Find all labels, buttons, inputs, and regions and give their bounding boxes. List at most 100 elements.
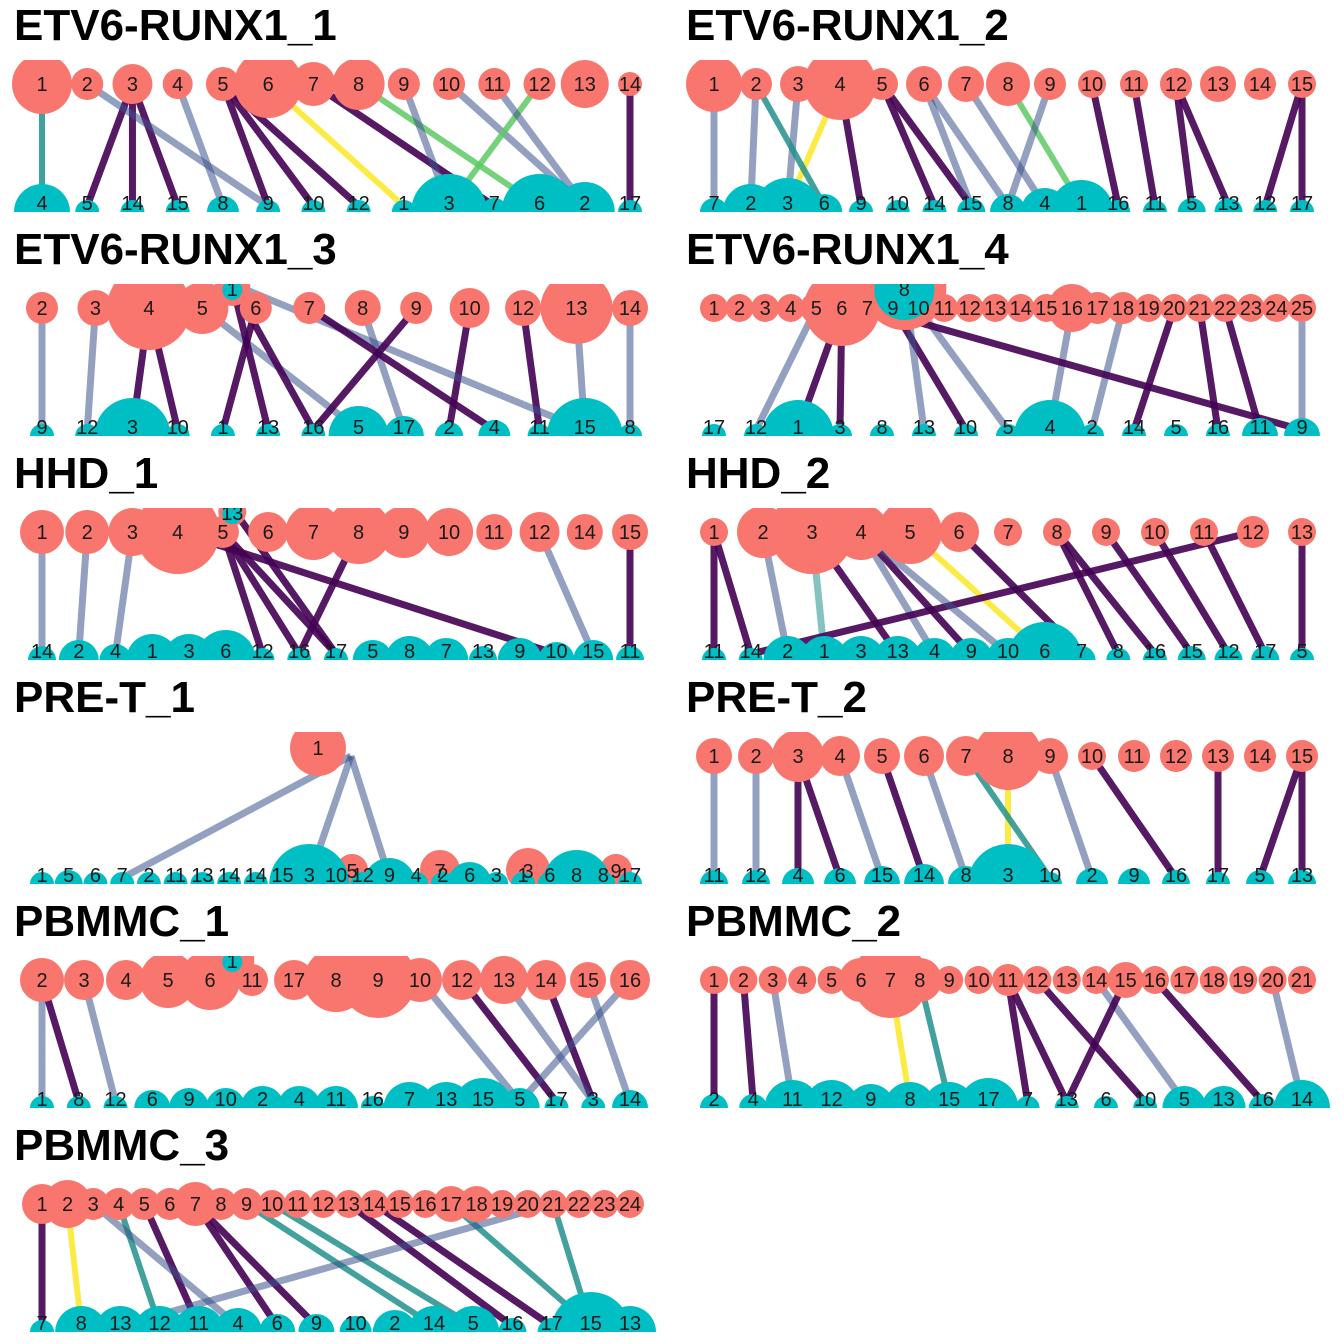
bottom-node-label: 1 — [518, 865, 529, 887]
bottom-node-label: 13 — [1056, 1089, 1078, 1111]
top-node — [1043, 518, 1071, 546]
top-node — [442, 960, 482, 1000]
top-node — [906, 66, 942, 102]
top-node-label: 22 — [1214, 298, 1236, 320]
top-node — [248, 512, 289, 552]
top-node — [700, 966, 728, 994]
top-node-label: 10 — [1081, 74, 1103, 96]
edge — [220, 81, 317, 209]
top-node — [804, 60, 876, 120]
bottom-node-label: 3 — [491, 865, 502, 887]
top-node-label: 11 — [484, 74, 505, 96]
edge — [356, 81, 542, 209]
bottom-node-label: 14 — [218, 865, 240, 887]
bottom-node-label: 4 — [232, 1313, 243, 1335]
top-node-label: 19 — [1232, 970, 1254, 992]
top-node — [65, 510, 110, 554]
bottom-node-label: 11 — [188, 1313, 209, 1335]
outlier-node-inner — [874, 284, 935, 320]
bottom-node-label: 9 — [865, 1089, 876, 1111]
bottom-node-label: 11 — [704, 865, 725, 887]
edge — [1196, 307, 1222, 431]
plot-area — [686, 60, 1316, 212]
edge — [491, 81, 588, 209]
bottom-node-label: 10 — [955, 417, 977, 439]
top-node-label: 19 — [491, 1194, 513, 1216]
top-node — [385, 1190, 414, 1218]
top-node — [686, 60, 742, 112]
panel-title: PBMMC_1 — [14, 897, 229, 946]
edge — [219, 82, 272, 208]
outlier-node-inner — [222, 956, 243, 972]
bottom-node — [700, 1094, 728, 1108]
edge — [1221, 307, 1264, 431]
top-node-label: 13 — [984, 298, 1006, 320]
bottom-node — [1014, 400, 1086, 436]
bottom-node — [618, 200, 642, 212]
bottom-node-label: 4 — [489, 417, 500, 439]
top-node-label: 14 — [619, 74, 641, 96]
edge — [501, 977, 597, 1105]
top-node — [1160, 68, 1192, 100]
edge — [920, 754, 970, 880]
top-node — [729, 966, 758, 994]
bottom-node — [120, 200, 145, 212]
edge — [129, 82, 181, 208]
top-node-label: 5 — [197, 298, 208, 320]
bottom-node-label: 13 — [913, 417, 935, 439]
top-node-label: 3 — [767, 970, 778, 992]
bottom-node-label: 10 — [215, 1089, 237, 1111]
bottom-node — [1015, 1096, 1040, 1108]
bottom-node-label: 16 — [302, 417, 324, 439]
bottom-node — [1290, 200, 1314, 212]
top-node — [1078, 70, 1106, 98]
bottom-node-label: 10 — [997, 641, 1019, 663]
bottom-node-label: 2 — [782, 641, 793, 663]
bottom-node — [324, 872, 348, 884]
top-node — [64, 960, 104, 1000]
bottom-node — [849, 200, 873, 212]
bottom-node-label: 15 — [167, 193, 189, 215]
bottom-node — [1143, 200, 1167, 212]
top-node — [560, 60, 609, 108]
bottom-node-label: 14 — [423, 1313, 445, 1335]
top-node — [964, 966, 993, 994]
top-node — [738, 738, 774, 774]
top-node — [176, 284, 229, 334]
bottom-node-label: 12 — [820, 1089, 842, 1111]
bottom-node-label: 11 — [1250, 417, 1271, 439]
bottom-node-label: 11 — [782, 1089, 803, 1111]
bottom-node — [800, 636, 849, 660]
bottom-node — [700, 198, 728, 212]
top-node-label: 23 — [1240, 298, 1262, 320]
bottom-node-label: 6 — [464, 865, 475, 887]
top-node-label: 9 — [398, 522, 409, 544]
top-node — [340, 956, 416, 1018]
bottom-node-label: 12 — [76, 417, 98, 439]
middle-node-label: 5 — [346, 861, 357, 883]
bottom-node-label: 11 — [1145, 193, 1166, 215]
bottom-node-label: 10 — [344, 1313, 366, 1335]
top-node-label: 16 — [619, 970, 641, 992]
top-node — [112, 64, 153, 104]
bottom-node-label: 16 — [1252, 1089, 1274, 1111]
bottom-node — [424, 638, 469, 660]
top-node-label: 13 — [1207, 746, 1229, 768]
top-node — [1134, 294, 1163, 322]
bottom-node-label: 1 — [147, 641, 158, 663]
top-node-label: 11 — [1124, 74, 1145, 96]
bottom-node-label: 3 — [834, 417, 845, 439]
top-node-label: 3 — [90, 298, 101, 320]
bottom-node — [346, 200, 371, 212]
top-node — [1052, 966, 1081, 994]
top-node-label: 12 — [1242, 522, 1264, 544]
bottom-node — [1177, 646, 1206, 660]
top-node-label: 20 — [1261, 970, 1283, 992]
top-node-label: 6 — [250, 298, 261, 320]
top-node-label: 14 — [363, 1194, 385, 1216]
bottom-node-label: 17 — [619, 193, 641, 215]
bottom-node-label: 4 — [411, 865, 422, 887]
